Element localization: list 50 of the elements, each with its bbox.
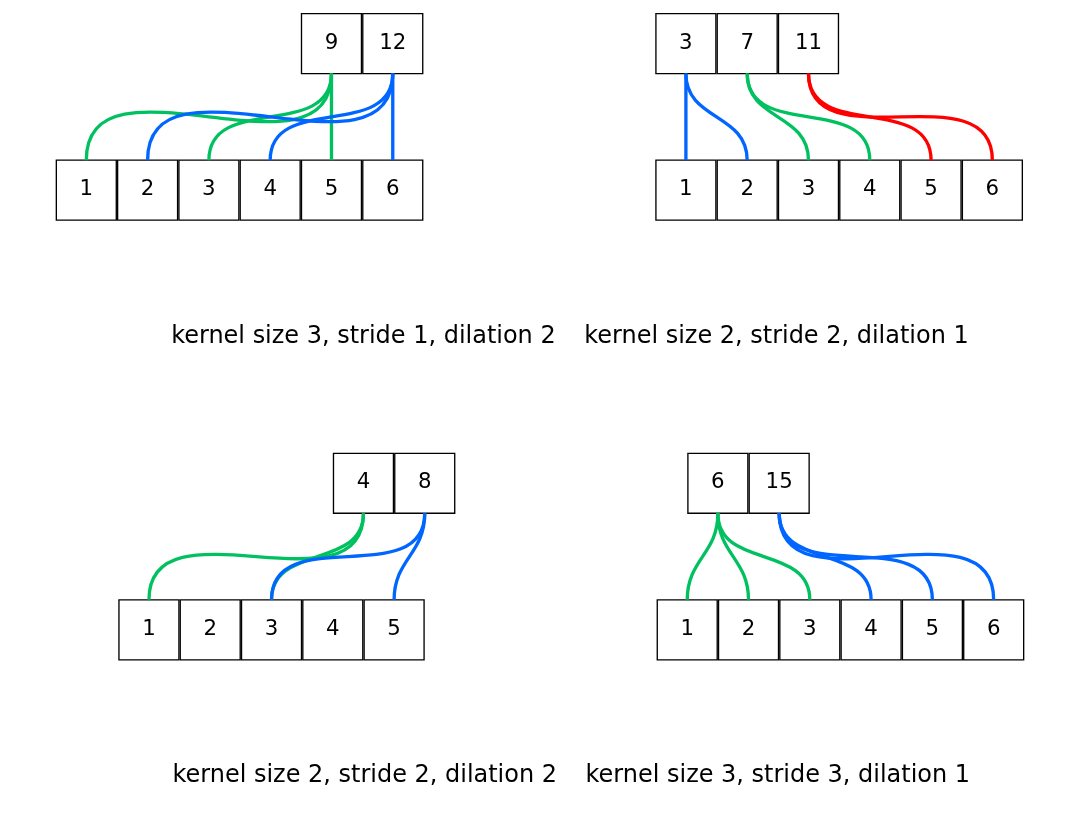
node-box: 11 (777, 12, 840, 75)
node-box: 4 (302, 599, 364, 661)
node-box: 1 (655, 159, 717, 221)
connector (684, 73, 749, 161)
connector (207, 73, 334, 161)
node-box: 5 (901, 599, 964, 661)
node-box: 12 (362, 12, 424, 75)
connector (145, 73, 395, 161)
connector (329, 73, 334, 161)
connector (745, 73, 872, 161)
connector (391, 73, 395, 161)
connector (716, 513, 812, 601)
node-box: 2 (179, 599, 241, 661)
node-box: 6 (961, 159, 1023, 221)
node-box: 2 (116, 159, 179, 221)
node-box: 3 (178, 159, 240, 221)
node-box: 6 (687, 452, 749, 514)
node-box: 4 (840, 599, 902, 661)
node-box: 5 (363, 599, 425, 661)
node-box: 7 (716, 12, 778, 75)
node-box: 5 (900, 159, 962, 221)
node-box: 5 (300, 159, 363, 221)
connector (806, 73, 994, 161)
node-box: 9 (300, 12, 363, 75)
node-box: 4 (332, 452, 395, 514)
connector (147, 512, 366, 601)
connector (84, 73, 334, 161)
connector (777, 512, 996, 601)
node-box: 1 (55, 159, 117, 221)
node-box: 4 (839, 159, 901, 221)
label: kernel size 2, stride 2, dilation 1 (584, 320, 969, 349)
node-box: 3 (240, 599, 303, 661)
node-box: 1 (118, 599, 180, 661)
node-box: 3 (779, 599, 841, 661)
node-box: 8 (394, 452, 456, 514)
connector (269, 512, 427, 601)
label: kernel size 3, stride 3, dilation 1 (585, 760, 971, 789)
node-box: 1 (656, 599, 718, 661)
label: kernel size 3, stride 1, dilation 2 (171, 320, 556, 349)
node-box: 2 (717, 599, 780, 661)
node-box: 2 (716, 159, 778, 221)
node-box: 3 (777, 159, 840, 221)
label: kernel size 2, stride 2, dilation 2 (172, 760, 558, 789)
node-box: 6 (362, 159, 424, 221)
node-box: 15 (748, 452, 810, 514)
connector (268, 73, 395, 161)
connector (392, 513, 427, 600)
node-box: 4 (239, 159, 301, 221)
node-box: 3 (655, 12, 717, 75)
node-box: 6 (963, 599, 1025, 661)
